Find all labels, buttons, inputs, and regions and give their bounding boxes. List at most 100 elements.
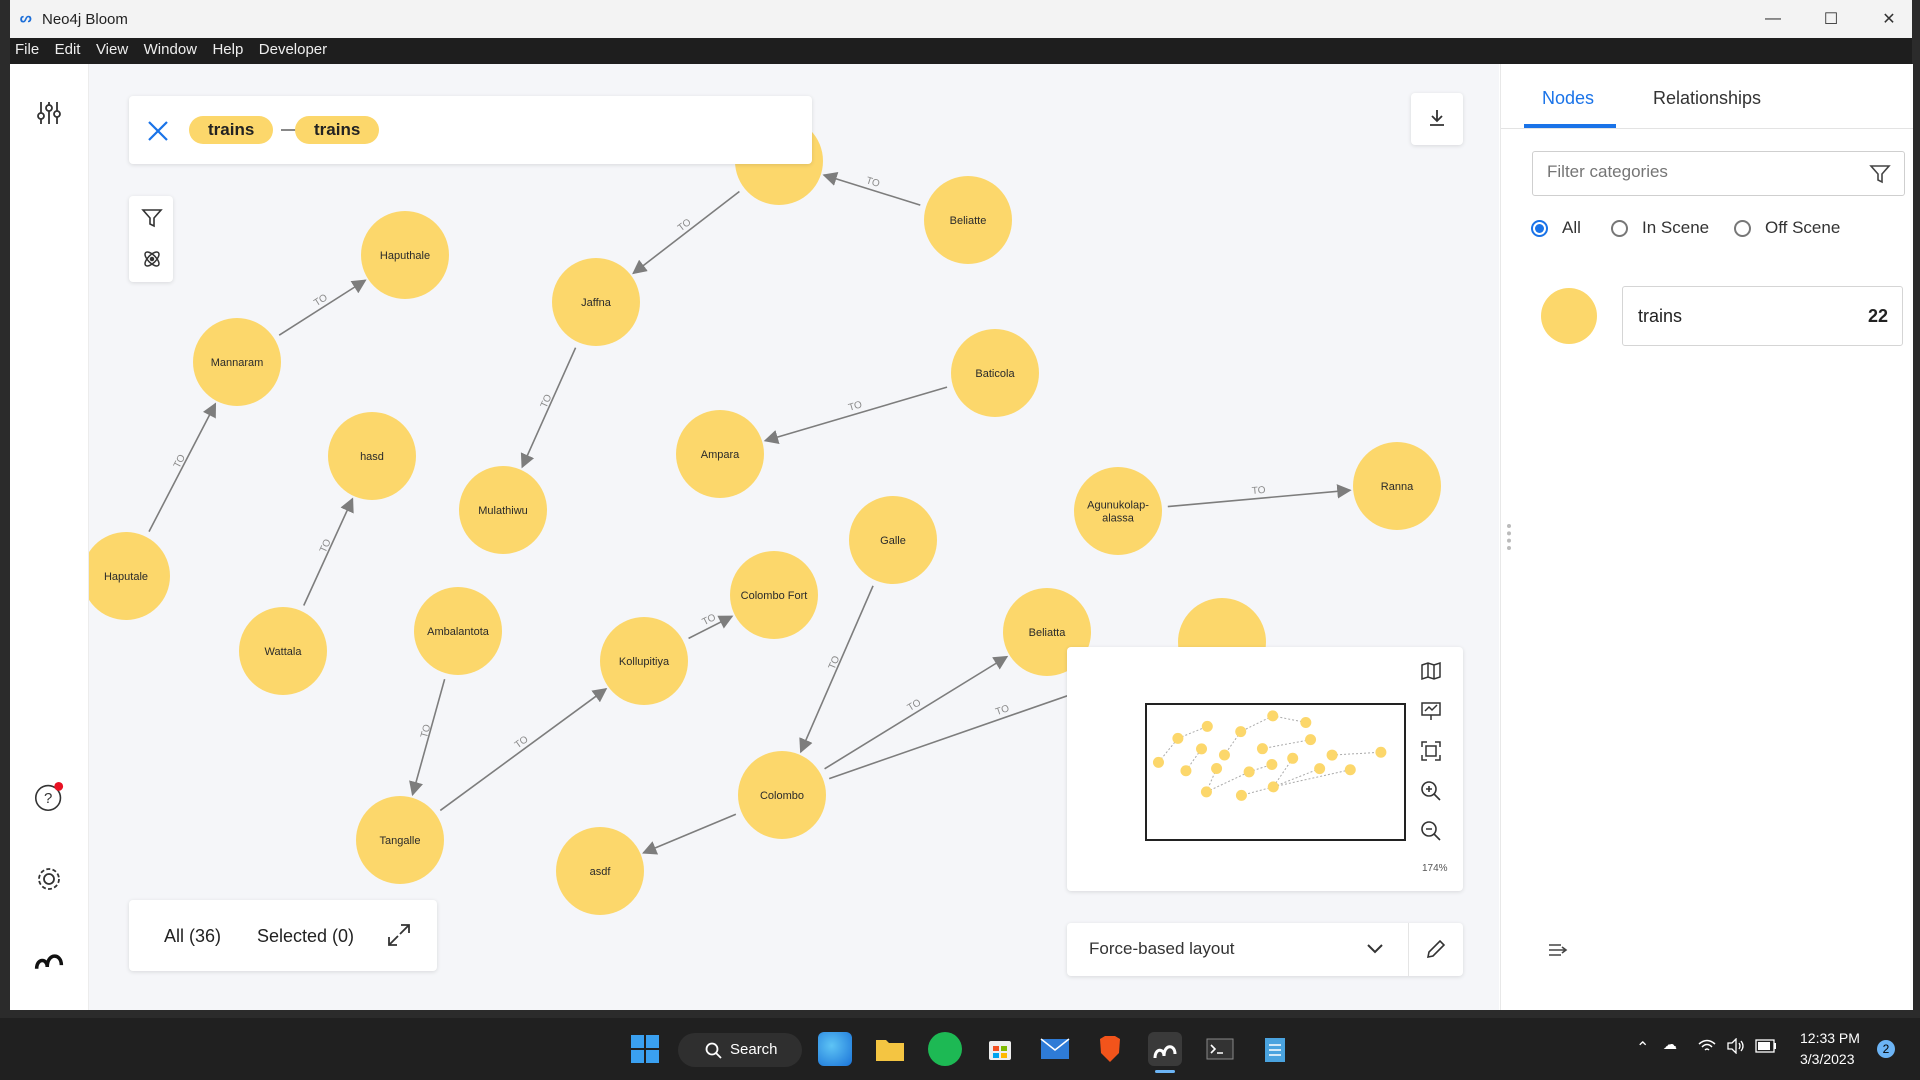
edge-browser-icon[interactable]	[818, 1032, 852, 1066]
relationship-edge[interactable]	[148, 402, 217, 532]
terminal-icon[interactable]	[1203, 1032, 1237, 1066]
radio-all[interactable]: All	[1531, 218, 1581, 238]
node-circle[interactable]	[1353, 442, 1441, 530]
graph-node[interactable]: Ampara	[676, 410, 764, 498]
graph-node[interactable]: Tangalle	[356, 796, 444, 884]
chevron-down-icon[interactable]	[1366, 942, 1384, 956]
presentation-icon[interactable]	[1420, 700, 1442, 722]
graph-node[interactable]: Galle	[849, 496, 937, 584]
graph-node[interactable]: Jaffna	[552, 258, 640, 346]
battery-icon[interactable]	[1755, 1039, 1777, 1053]
collapse-panel-icon[interactable]	[1547, 939, 1569, 961]
neo4j-bloom-taskbar-icon[interactable]	[1148, 1032, 1182, 1066]
radio-in-scene[interactable]: In Scene	[1611, 218, 1709, 238]
menu-file[interactable]: File	[15, 41, 40, 58]
clock-time[interactable]: 12:33 PM	[1800, 1030, 1860, 1046]
relationship-edge[interactable]	[763, 386, 948, 444]
graph-node[interactable]: asdf	[556, 827, 644, 915]
download-button[interactable]	[1411, 93, 1463, 145]
node-circle[interactable]	[730, 551, 818, 639]
volume-icon[interactable]	[1726, 1038, 1746, 1054]
menu-help[interactable]: Help	[212, 41, 244, 58]
relationship-edge[interactable]	[439, 687, 608, 812]
filter-icon[interactable]	[1869, 163, 1891, 185]
layout-selector[interactable]: Force-based layout	[1067, 923, 1463, 976]
tab-relationships[interactable]: Relationships	[1653, 88, 1762, 108]
help-icon[interactable]: ?	[34, 782, 64, 812]
node-circle[interactable]	[738, 751, 826, 839]
windows-start-icon[interactable]	[628, 1032, 662, 1066]
node-circle[interactable]	[556, 827, 644, 915]
graph-node[interactable]: Ranna	[1353, 442, 1441, 530]
relationship-edge[interactable]	[799, 585, 874, 754]
menu-view[interactable]: View	[95, 41, 129, 58]
node-circle[interactable]	[459, 466, 547, 554]
panel-resize-handle[interactable]	[1507, 524, 1515, 550]
menu-developer[interactable]: Developer	[258, 41, 328, 58]
graph-node[interactable]: Beliatte	[924, 176, 1012, 264]
maximize-button[interactable]: ☐	[1823, 11, 1839, 28]
graph-node[interactable]: hasd	[328, 412, 416, 500]
node-circle[interactable]	[89, 532, 170, 620]
fit-to-screen-icon[interactable]	[1420, 740, 1442, 762]
relationship-edge[interactable]	[409, 678, 446, 797]
filter-icon[interactable]	[141, 207, 163, 229]
clear-search-icon[interactable]	[147, 120, 169, 142]
chevron-up-icon[interactable]: ⌃	[1636, 1040, 1650, 1057]
graph-node[interactable]: Colombo Fort	[730, 551, 818, 639]
relationship-edge[interactable]	[688, 615, 734, 640]
graph-node[interactable]: Haputhale	[361, 211, 449, 299]
notepad-icon[interactable]	[1258, 1032, 1292, 1066]
microsoft-store-icon[interactable]	[983, 1032, 1017, 1066]
filter-categories-field[interactable]	[1532, 151, 1905, 196]
layout-selected-value[interactable]: Force-based layout	[1089, 939, 1235, 958]
all-count[interactable]: All (36)	[164, 926, 222, 946]
node-circle[interactable]	[924, 176, 1012, 264]
search-pill-start[interactable]: trains	[189, 116, 274, 144]
clock-date[interactable]: 3/3/2023	[1800, 1051, 1855, 1067]
relationship-edge[interactable]	[1167, 484, 1352, 508]
node-circle[interactable]	[849, 496, 937, 584]
file-explorer-icon[interactable]	[873, 1032, 907, 1066]
selected-count[interactable]: Selected (0)	[257, 926, 355, 946]
graph-node[interactable]: Colombo	[738, 751, 826, 839]
radio-off-scene[interactable]: Off Scene	[1734, 218, 1840, 238]
radio-in-scene-dot[interactable]	[1611, 219, 1628, 237]
zoom-out-icon[interactable]	[1420, 820, 1442, 842]
radio-off-scene-dot[interactable]	[1734, 219, 1751, 237]
node-circle[interactable]	[328, 412, 416, 500]
graph-node[interactable]: Wattala	[239, 607, 327, 695]
relationship-edge[interactable]	[824, 655, 1009, 770]
notification-badge[interactable]: 2	[1877, 1040, 1895, 1058]
onedrive-icon[interactable]: ☁	[1663, 1036, 1677, 1052]
spotify-icon[interactable]	[928, 1032, 962, 1066]
neo4j-logo-icon[interactable]	[34, 944, 64, 974]
gear-icon[interactable]	[34, 864, 64, 894]
graph-node[interactable]: Haputale	[89, 532, 170, 620]
menu-edit[interactable]: Edit	[54, 41, 81, 58]
node-circle[interactable]	[951, 329, 1039, 417]
node-circle[interactable]	[356, 796, 444, 884]
node-circle[interactable]	[552, 258, 640, 346]
relationship-edge[interactable]	[642, 813, 737, 855]
wifi-icon[interactable]	[1697, 1038, 1717, 1054]
close-window-button[interactable]: ✕	[1882, 11, 1896, 28]
search-bar[interactable]: trains trains	[129, 96, 812, 164]
node-circle[interactable]	[361, 211, 449, 299]
map-icon[interactable]	[1420, 660, 1442, 682]
category-item-trains[interactable]: trains 22	[1622, 286, 1903, 346]
edit-pencil-icon[interactable]	[1425, 938, 1447, 960]
relationship-edge[interactable]	[822, 171, 921, 206]
graph-node[interactable]: Agunukolap-alassa	[1074, 467, 1162, 555]
minimap-viewport[interactable]	[1145, 703, 1406, 841]
tab-nodes[interactable]: Nodes	[1542, 88, 1595, 108]
category-color-swatch[interactable]	[1541, 288, 1597, 344]
brave-browser-icon[interactable]	[1093, 1032, 1127, 1066]
graph-node[interactable]: Ambalantota	[414, 587, 502, 675]
minimize-button[interactable]: —	[1765, 10, 1781, 27]
node-circle[interactable]	[600, 617, 688, 705]
node-circle[interactable]	[239, 607, 327, 695]
node-circle[interactable]	[1074, 467, 1162, 555]
